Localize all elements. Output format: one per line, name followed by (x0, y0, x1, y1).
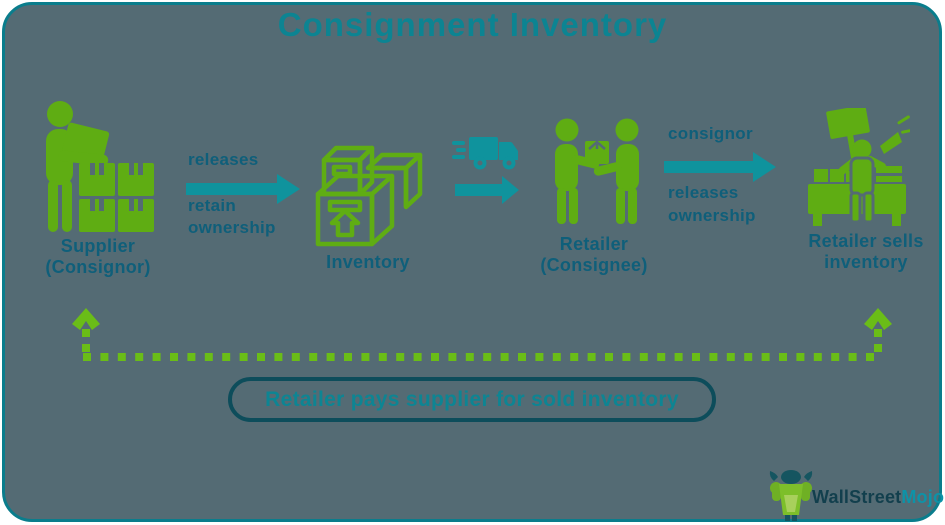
retailer-sells-label-line2: inventory (824, 252, 908, 272)
flow3-above-label: consignor (668, 124, 753, 143)
handover-people-icon (555, 118, 639, 224)
retailer-label-line1: Retailer (559, 234, 629, 254)
brand-part2: Mojo (901, 487, 945, 507)
retailer-sells-label: Retailer sells inventory (792, 231, 940, 273)
right-arrow-icon (186, 174, 300, 204)
page-title: Consignment Inventory (277, 6, 668, 43)
flow1-below-label: retain ownership (188, 195, 276, 239)
supplier-label-line1: Supplier (60, 236, 136, 256)
retailer-label-line2: (Consignee) (540, 255, 648, 275)
supplier-with-boxes-icon (46, 101, 154, 232)
payment-callout-box: Retailer pays supplier for sold inventor… (228, 377, 716, 422)
flow3-below-line2: ownership (668, 206, 756, 225)
retailer-label: Retailer (Consignee) (524, 234, 664, 276)
delivery-truck-icon (452, 137, 518, 170)
right-arrow-icon (664, 152, 776, 182)
up-arrow-icon (72, 308, 100, 330)
supplier-label-line2: (Consignor) (45, 257, 151, 277)
flow1-below-line1: retain (188, 196, 237, 215)
brand-part1: WallStreet (812, 487, 902, 507)
flow1-above-label: releases (188, 150, 259, 169)
payment-callout-text: Retailer pays supplier for sold inventor… (265, 387, 679, 411)
up-arrow-icon (864, 308, 892, 330)
right-arrow-icon (455, 176, 519, 204)
supplier-label: Supplier (Consignor) (22, 236, 174, 278)
brand-wordmark: WallStreetMojo (812, 487, 944, 508)
flow3-below-line1: releases (668, 183, 739, 202)
payment-return-dashed-path (72, 308, 892, 361)
inventory-boxes-icon (315, 145, 423, 247)
flow1-below-line2: ownership (188, 218, 276, 237)
seller-counter-icon (808, 108, 910, 226)
retailer-sells-label-line1: Retailer sells (808, 231, 924, 251)
flow3-below-label: releases ownership (668, 181, 756, 227)
inventory-label: Inventory (326, 252, 410, 272)
wallstreetmojo-mascot-icon (769, 470, 813, 521)
